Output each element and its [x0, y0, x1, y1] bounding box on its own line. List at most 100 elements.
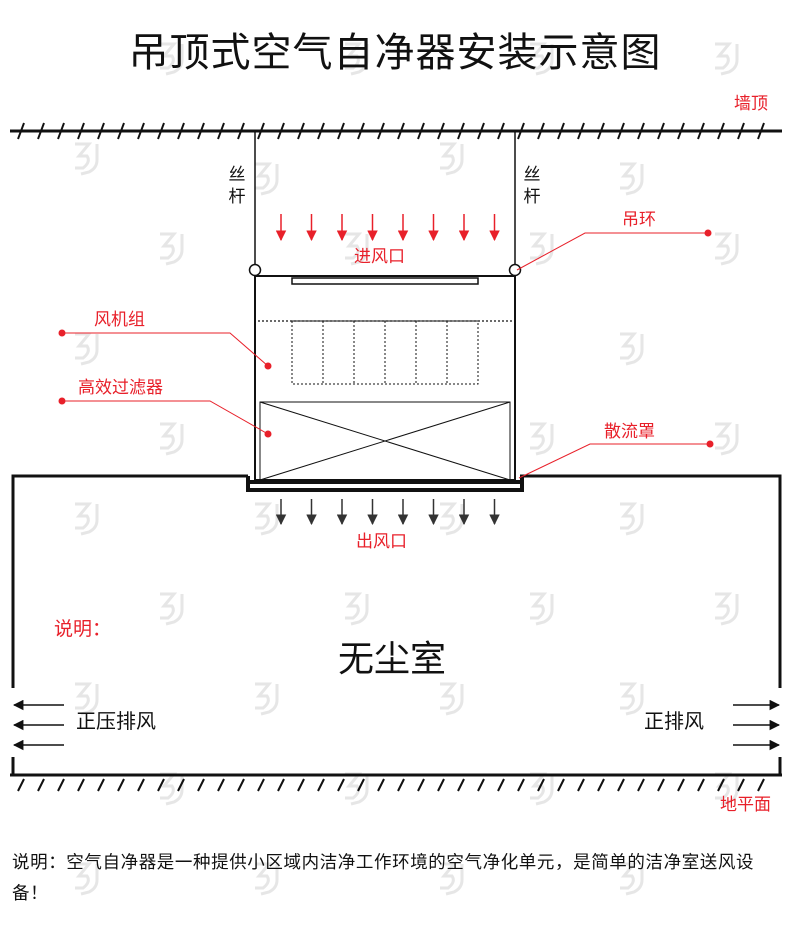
watermark-logo	[160, 42, 184, 76]
watermark-logo	[440, 862, 464, 896]
ceiling-hatch-mark	[37, 122, 45, 140]
ceiling-hatch-mark	[617, 122, 625, 140]
description-note: 说明：空气自净器是一种提供小区域内洁净工作环境的空气净化单元，是简单的洁净室送风…	[12, 853, 755, 904]
inlet-arrows	[275, 214, 500, 242]
ceiling-hatch-mark	[237, 122, 245, 140]
watermark-logo	[255, 862, 279, 896]
ground-hatch-mark	[717, 778, 725, 792]
ground-hatch-mark	[277, 778, 285, 792]
ground-hatch-mark	[457, 778, 465, 792]
watermark-logo	[530, 422, 554, 456]
watermark-logo	[440, 502, 464, 536]
label-threaded-rod-left: 丝杆	[228, 165, 246, 207]
ceiling-hatch-mark	[697, 122, 705, 140]
ceiling-hatch-mark	[657, 122, 665, 140]
ground-hatch-mark	[677, 778, 685, 792]
watermark-logo	[345, 232, 369, 266]
ground-line	[10, 773, 782, 792]
watermark-logo	[530, 232, 554, 266]
watermark-logo	[345, 772, 369, 806]
label-hanging-ring: 吊环	[622, 210, 656, 230]
label-cleanroom: 无尘室	[338, 639, 447, 680]
ground-hatch-mark	[157, 778, 165, 792]
watermark-logo	[530, 42, 554, 76]
ceiling-hatch-mark	[77, 122, 85, 140]
ground-hatch-mark	[437, 778, 445, 792]
ground-hatch-mark	[417, 778, 425, 792]
ground-hatch-mark	[397, 778, 405, 792]
ground-hatch-mark	[517, 778, 525, 792]
label-hepa-filter: 高效过滤器	[78, 378, 163, 398]
ceiling-hatch-mark	[317, 122, 325, 140]
ground-hatch-mark	[337, 778, 345, 792]
ground-hatch-mark	[57, 778, 65, 792]
watermark-logo	[160, 772, 184, 806]
ground-hatch-mark	[117, 778, 125, 792]
watermark-logo	[75, 332, 99, 366]
ceiling-hatch-mark	[417, 122, 425, 140]
ground-hatch-mark	[597, 778, 605, 792]
label-positive-exhaust-right: 正排风	[644, 709, 704, 733]
exhaust-arrows-right	[733, 699, 781, 751]
watermark-logo	[715, 592, 739, 626]
ceiling-hatch-mark	[197, 122, 205, 140]
ground-hatch-mark	[97, 778, 105, 792]
ceiling-hatch-mark	[497, 122, 505, 140]
ceiling-hatch-mark	[477, 122, 485, 140]
ground-hatch-mark	[617, 778, 625, 792]
leader-dots	[58, 229, 714, 448]
ceiling-hatch-mark	[597, 122, 605, 140]
watermark-logo	[715, 422, 739, 456]
ceiling-hatch-mark	[457, 122, 465, 140]
ground-hatch-mark	[217, 778, 225, 792]
ground-hatch-mark	[17, 778, 25, 792]
watermark-logo	[255, 162, 279, 196]
cleanroom-walls	[11, 474, 782, 688]
ground-hatch-mark	[257, 778, 265, 792]
ceiling-hatch-mark	[137, 122, 145, 140]
label-note-heading: 说明：	[54, 618, 112, 640]
ceiling-hatch-mark	[757, 122, 765, 140]
ceiling-hatch-mark	[57, 122, 65, 140]
watermark-logo	[75, 862, 99, 896]
ceiling-hatch-mark	[217, 122, 225, 140]
label-threaded-rod-right: 丝杆	[523, 165, 541, 207]
ground-hatch-mark	[497, 778, 505, 792]
ceiling-hatch-mark	[277, 122, 285, 140]
watermark-logo	[75, 502, 99, 536]
outlet-arrows	[275, 499, 500, 526]
watermark-logo	[620, 862, 644, 896]
ground-hatch-mark	[237, 778, 245, 792]
label-inlet: 进风口	[354, 247, 405, 267]
ground-hatch-mark	[77, 778, 85, 792]
ceiling-hatch-mark	[637, 122, 645, 140]
ceiling-hatch-mark	[557, 122, 565, 140]
ceiling-hatch-mark	[357, 122, 365, 140]
ground-hatch-mark	[637, 778, 645, 792]
ground-hatch-mark	[177, 778, 185, 792]
ceiling-hatch-mark	[397, 122, 405, 140]
ground-hatch-mark	[557, 778, 565, 792]
watermark-logo	[620, 332, 644, 366]
watermark-logo	[255, 682, 279, 716]
label-ceiling: 墙顶	[734, 94, 768, 114]
ceiling-hatch-mark	[337, 122, 345, 140]
ceiling-hatch-mark	[117, 122, 125, 140]
ground-hatch-mark	[317, 778, 325, 792]
ground-hatch-mark	[757, 778, 765, 792]
ceiling-hatch-mark	[97, 122, 105, 140]
ground-hatch-mark	[297, 778, 305, 792]
watermark-logo	[620, 162, 644, 196]
ceiling-hatch-mark	[177, 122, 185, 140]
ceiling-hatch-mark	[677, 122, 685, 140]
ceiling-hatch-mark	[17, 122, 25, 140]
watermark-logo	[715, 42, 739, 76]
watermark-layer	[75, 42, 739, 896]
ground-hatch-mark	[197, 778, 205, 792]
label-outlet: 出风口	[356, 532, 407, 552]
watermark-logo	[530, 592, 554, 626]
diagram-title: 吊顶式空气自净器安装示意图	[128, 30, 662, 76]
label-ground: 地平面	[720, 795, 771, 815]
